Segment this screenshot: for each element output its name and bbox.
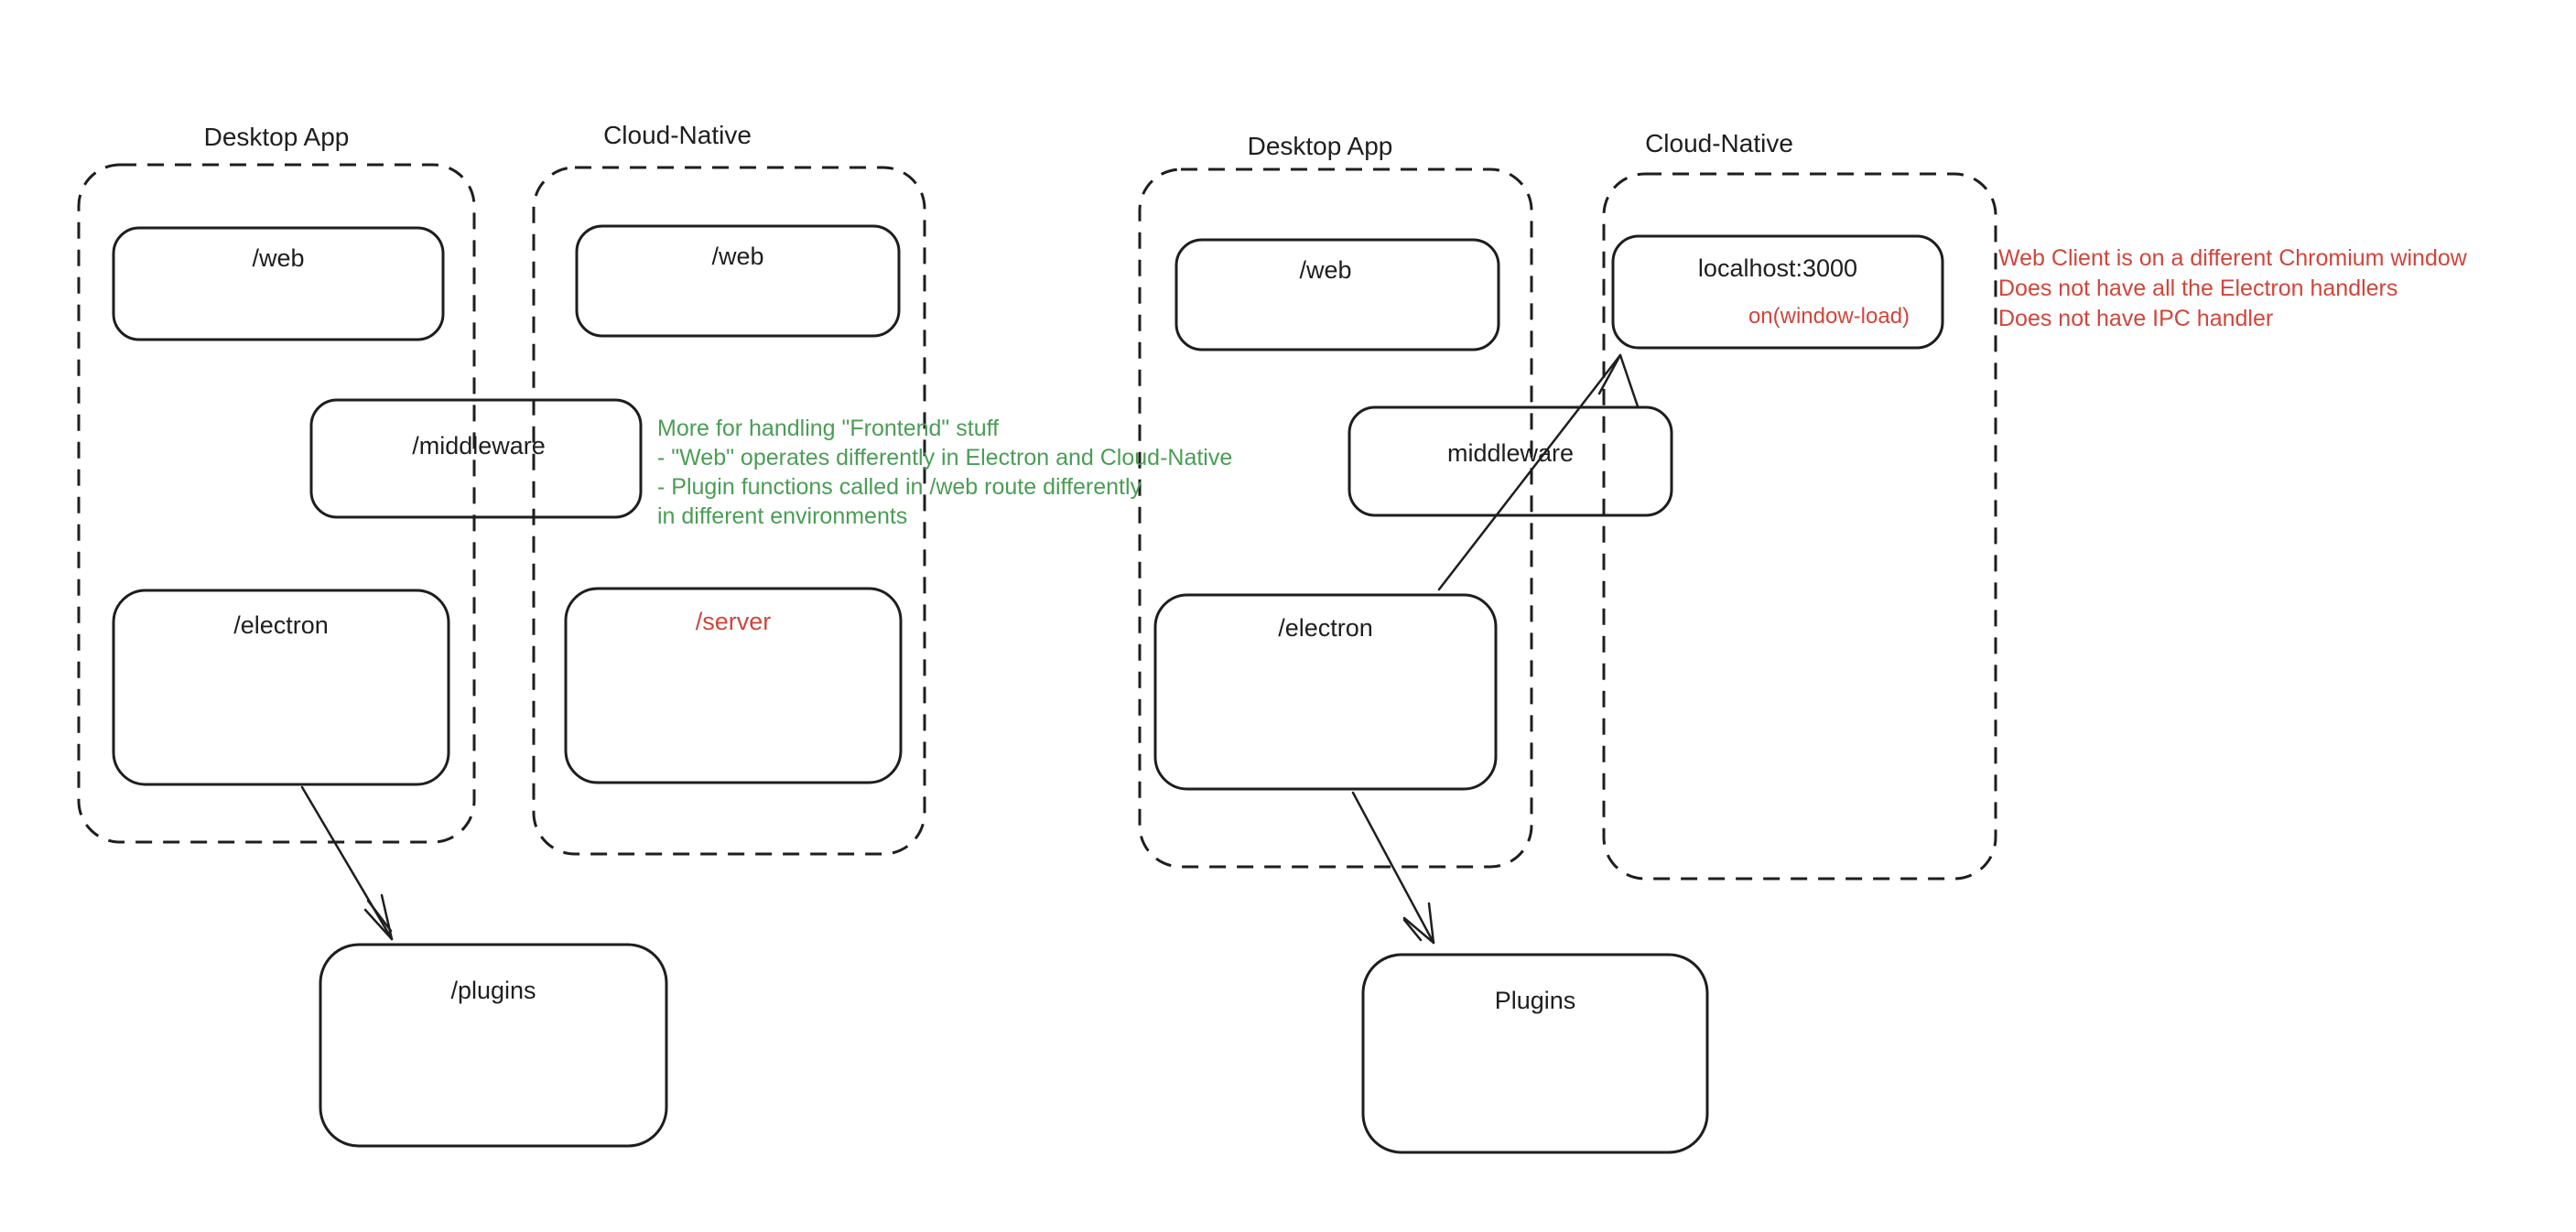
left-electron-box bbox=[112, 589, 450, 786]
green-note-line: More for handling "Frontend" stuff bbox=[657, 416, 1000, 441]
right-electron-box bbox=[1153, 593, 1498, 791]
right-plugins-box bbox=[1361, 953, 1709, 1154]
green-note: More for handling "Frontend" stuff - "We… bbox=[657, 414, 1232, 531]
left-plugins-label: /plugins bbox=[450, 977, 536, 1004]
right-desktop-app-container bbox=[1138, 168, 1533, 869]
left-middleware-label: /middleware bbox=[412, 432, 546, 459]
red-note: Web Client is on a different Chromium wi… bbox=[1998, 243, 2467, 334]
green-note-line: - "Web" operates differently in Electron… bbox=[657, 445, 1233, 470]
left-server-label: /server bbox=[695, 608, 772, 635]
left-cloud-web-label: /web bbox=[711, 243, 764, 270]
red-note-line: Web Client is on a different Chromium wi… bbox=[1998, 245, 2467, 271]
left-desktop-app-container bbox=[77, 163, 476, 844]
left-cloud-native-title: Cloud-Native bbox=[603, 121, 752, 149]
right-window-load-label: on(window-load) bbox=[1748, 304, 1910, 329]
left-middleware-box bbox=[309, 398, 643, 519]
arrow-right-electron-to-localhost bbox=[1437, 353, 1640, 591]
right-middleware-label: middleware bbox=[1446, 439, 1575, 467]
arrow-right-electron-to-plugins bbox=[1351, 791, 1435, 945]
right-localhost-box bbox=[1611, 234, 1944, 350]
right-cloud-native-title: Cloud-Native bbox=[1645, 129, 1793, 157]
left-plugins-box bbox=[319, 943, 668, 1148]
green-note-line: in different environments bbox=[657, 503, 908, 529]
left-cloud-native-container bbox=[532, 166, 926, 856]
right-cloud-native-container bbox=[1602, 172, 1997, 881]
red-note-line: Does not have IPC handler bbox=[1998, 306, 2274, 331]
right-web-box bbox=[1174, 238, 1500, 351]
red-note-line: Does not have all the Electron handlers bbox=[1998, 276, 2398, 301]
right-web-label: /web bbox=[1299, 256, 1352, 284]
arrow-left-electron-to-plugins bbox=[300, 785, 394, 941]
right-plugins-label: Plugins bbox=[1494, 987, 1576, 1014]
left-desktop-app-title: Desktop App bbox=[203, 123, 350, 151]
left-web-label: /web bbox=[252, 244, 305, 272]
left-cloud-web-box bbox=[575, 224, 901, 338]
left-web-box bbox=[112, 226, 445, 341]
right-middleware-box bbox=[1348, 405, 1673, 517]
left-server-box bbox=[564, 587, 903, 784]
right-electron-label: /electron bbox=[1278, 614, 1373, 642]
green-note-line: - Plugin functions called in /web route … bbox=[657, 474, 1142, 500]
left-electron-label: /electron bbox=[233, 611, 329, 639]
right-localhost-label: localhost:3000 bbox=[1697, 254, 1858, 282]
right-desktop-app-title: Desktop App bbox=[1247, 132, 1393, 160]
